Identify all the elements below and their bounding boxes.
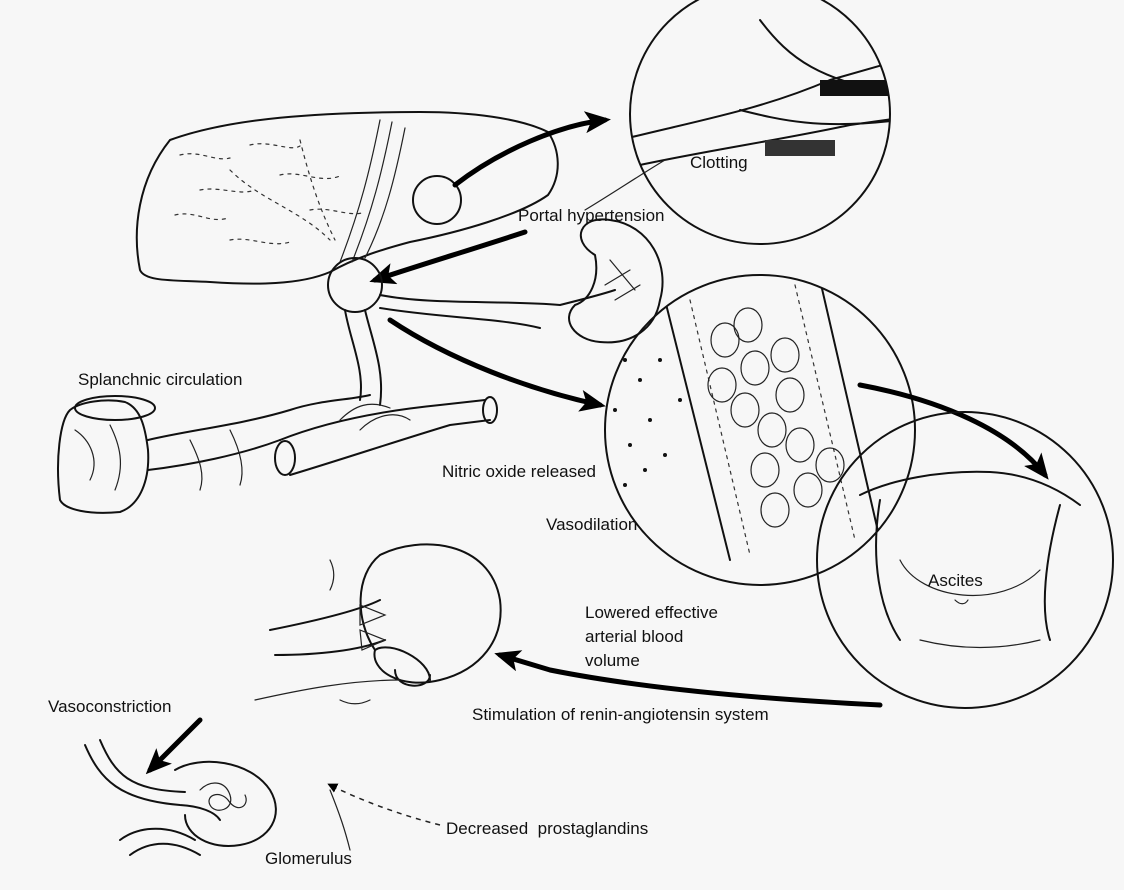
label-clotting: Clotting	[690, 153, 748, 172]
arrow-to-kidney	[500, 655, 880, 705]
label-lowered-line2: arterial blood	[585, 627, 683, 646]
label-nitric-oxide-released: Nitric oxide released	[442, 462, 596, 481]
vasoconstriction-pointer-line	[255, 680, 400, 700]
label-splanchnic-circulation: Splanchnic circulation	[78, 370, 242, 389]
arrow-to-ascites	[860, 385, 1045, 475]
splanchnic-circulation-illustration	[58, 395, 497, 513]
label-glomerulus: Glomerulus	[265, 849, 352, 868]
arrow-to-clotting	[455, 120, 605, 185]
glomerulus-illustration	[85, 740, 350, 855]
arrow-to-vessel-inset	[390, 320, 600, 405]
label-vasodilation: Vasodilation	[546, 515, 637, 534]
label-portal-hypertension: Portal hypertension	[518, 206, 664, 225]
prostaglandins-dashed-arrow	[330, 785, 440, 825]
label-ascites: Ascites	[928, 571, 983, 590]
liver-illustration	[137, 112, 558, 284]
arrow-portal-hypertension	[375, 232, 525, 280]
label-stimulation-renin-angiotensin: Stimulation of renin-angiotensin system	[472, 705, 769, 724]
label-decreased-prostaglandins: Decreased prostaglandins	[446, 819, 648, 838]
clotting-pointer-line	[585, 160, 665, 210]
label-lowered-line3: volume	[585, 651, 640, 670]
upper-kidney-illustration	[569, 219, 663, 342]
label-lowered-line1: Lowered effective	[585, 603, 718, 622]
portal-vein-illustration	[328, 258, 615, 405]
label-vasoconstriction: Vasoconstriction	[48, 697, 171, 716]
